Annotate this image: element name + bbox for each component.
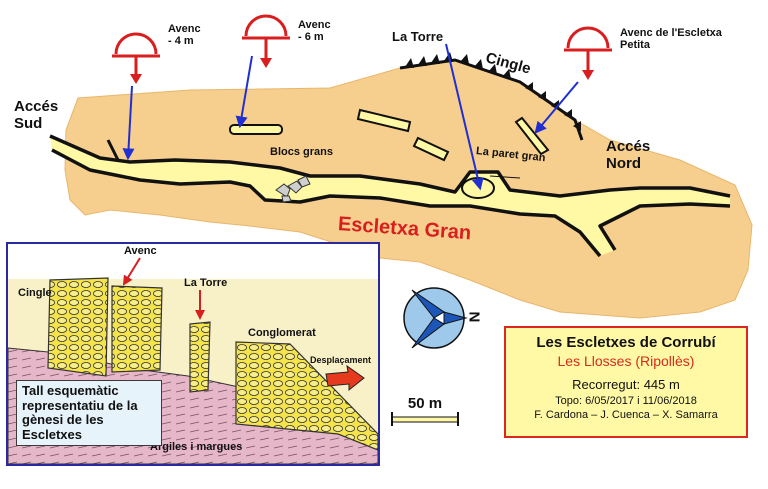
info-box: Les Escletxes de Corrubí Les Llosses (Ri…: [504, 326, 748, 438]
section-panel: Cingle Avenc La Torre Conglomerat Despla…: [6, 242, 380, 466]
label-avenc-2: Avenc- 6 m: [298, 19, 331, 43]
label-avenc-1: Avenc- 4 m: [168, 23, 201, 47]
avenc-symbol-icon: [112, 32, 160, 76]
scale-label: 50 m: [407, 395, 443, 412]
arrow-la-torre: [445, 43, 484, 191]
arrow-avenc-section: [122, 257, 141, 286]
section-label-avenc: Avenc: [124, 245, 157, 257]
avenc-symbol-icon: [564, 26, 612, 70]
passage-branch-sw: [106, 139, 120, 161]
passage-wall-north: [49, 134, 731, 198]
escletxa-gran-passage: [50, 136, 730, 256]
section-label-conglomerat: Conglomerat: [248, 327, 316, 339]
label-la-torre: La Torre: [392, 29, 444, 44]
block-2: [111, 285, 163, 373]
block-la-torre: [189, 321, 211, 393]
label-blocs-grans: Blocs grans: [270, 146, 333, 158]
block-cingle: [47, 277, 109, 377]
scale-bar: [391, 412, 459, 426]
compass-north-label: N: [465, 311, 483, 323]
info-subtitle: Les Llosses (Ripollès): [557, 353, 695, 369]
compass-icon: [403, 287, 468, 349]
section-label-desplacament: Desplaçament: [310, 355, 372, 365]
arrow-desplacament-icon: [325, 364, 365, 392]
cingle-teeth: [405, 52, 581, 131]
block-conglomerat: [235, 341, 378, 451]
avenc-symbol-icon: [242, 14, 290, 58]
arrow-avenc-1: [122, 85, 135, 161]
passage-wall-nord-branch: [598, 202, 731, 251]
info-authors: F. Cardona – J. Cuenca – X. Samarra: [534, 409, 718, 421]
section-label-argiles: Argiles i margues: [150, 441, 243, 453]
section-label-cingle: Cingle: [18, 287, 52, 299]
blocs-grans-rocks: [275, 175, 311, 203]
info-recorregut: Recorregut: 445 m: [572, 377, 680, 392]
passage-wall-south: [51, 148, 602, 258]
info-title: Les Escletxes de Corrubí: [536, 334, 716, 351]
section-label-la-torre: La Torre: [184, 277, 228, 289]
inner-line: [489, 175, 521, 179]
scale-label-container: 50 m: [390, 395, 460, 412]
small-fissures: [229, 108, 550, 162]
info-topo: Topo: 6/05/2017 i 11/06/2018: [555, 395, 697, 407]
arrow-avenc-2: [235, 55, 253, 129]
arrow-avenc-escletxa: [534, 81, 579, 134]
section-caption: Tall esquemàtic representatiu de la gène…: [16, 380, 162, 447]
